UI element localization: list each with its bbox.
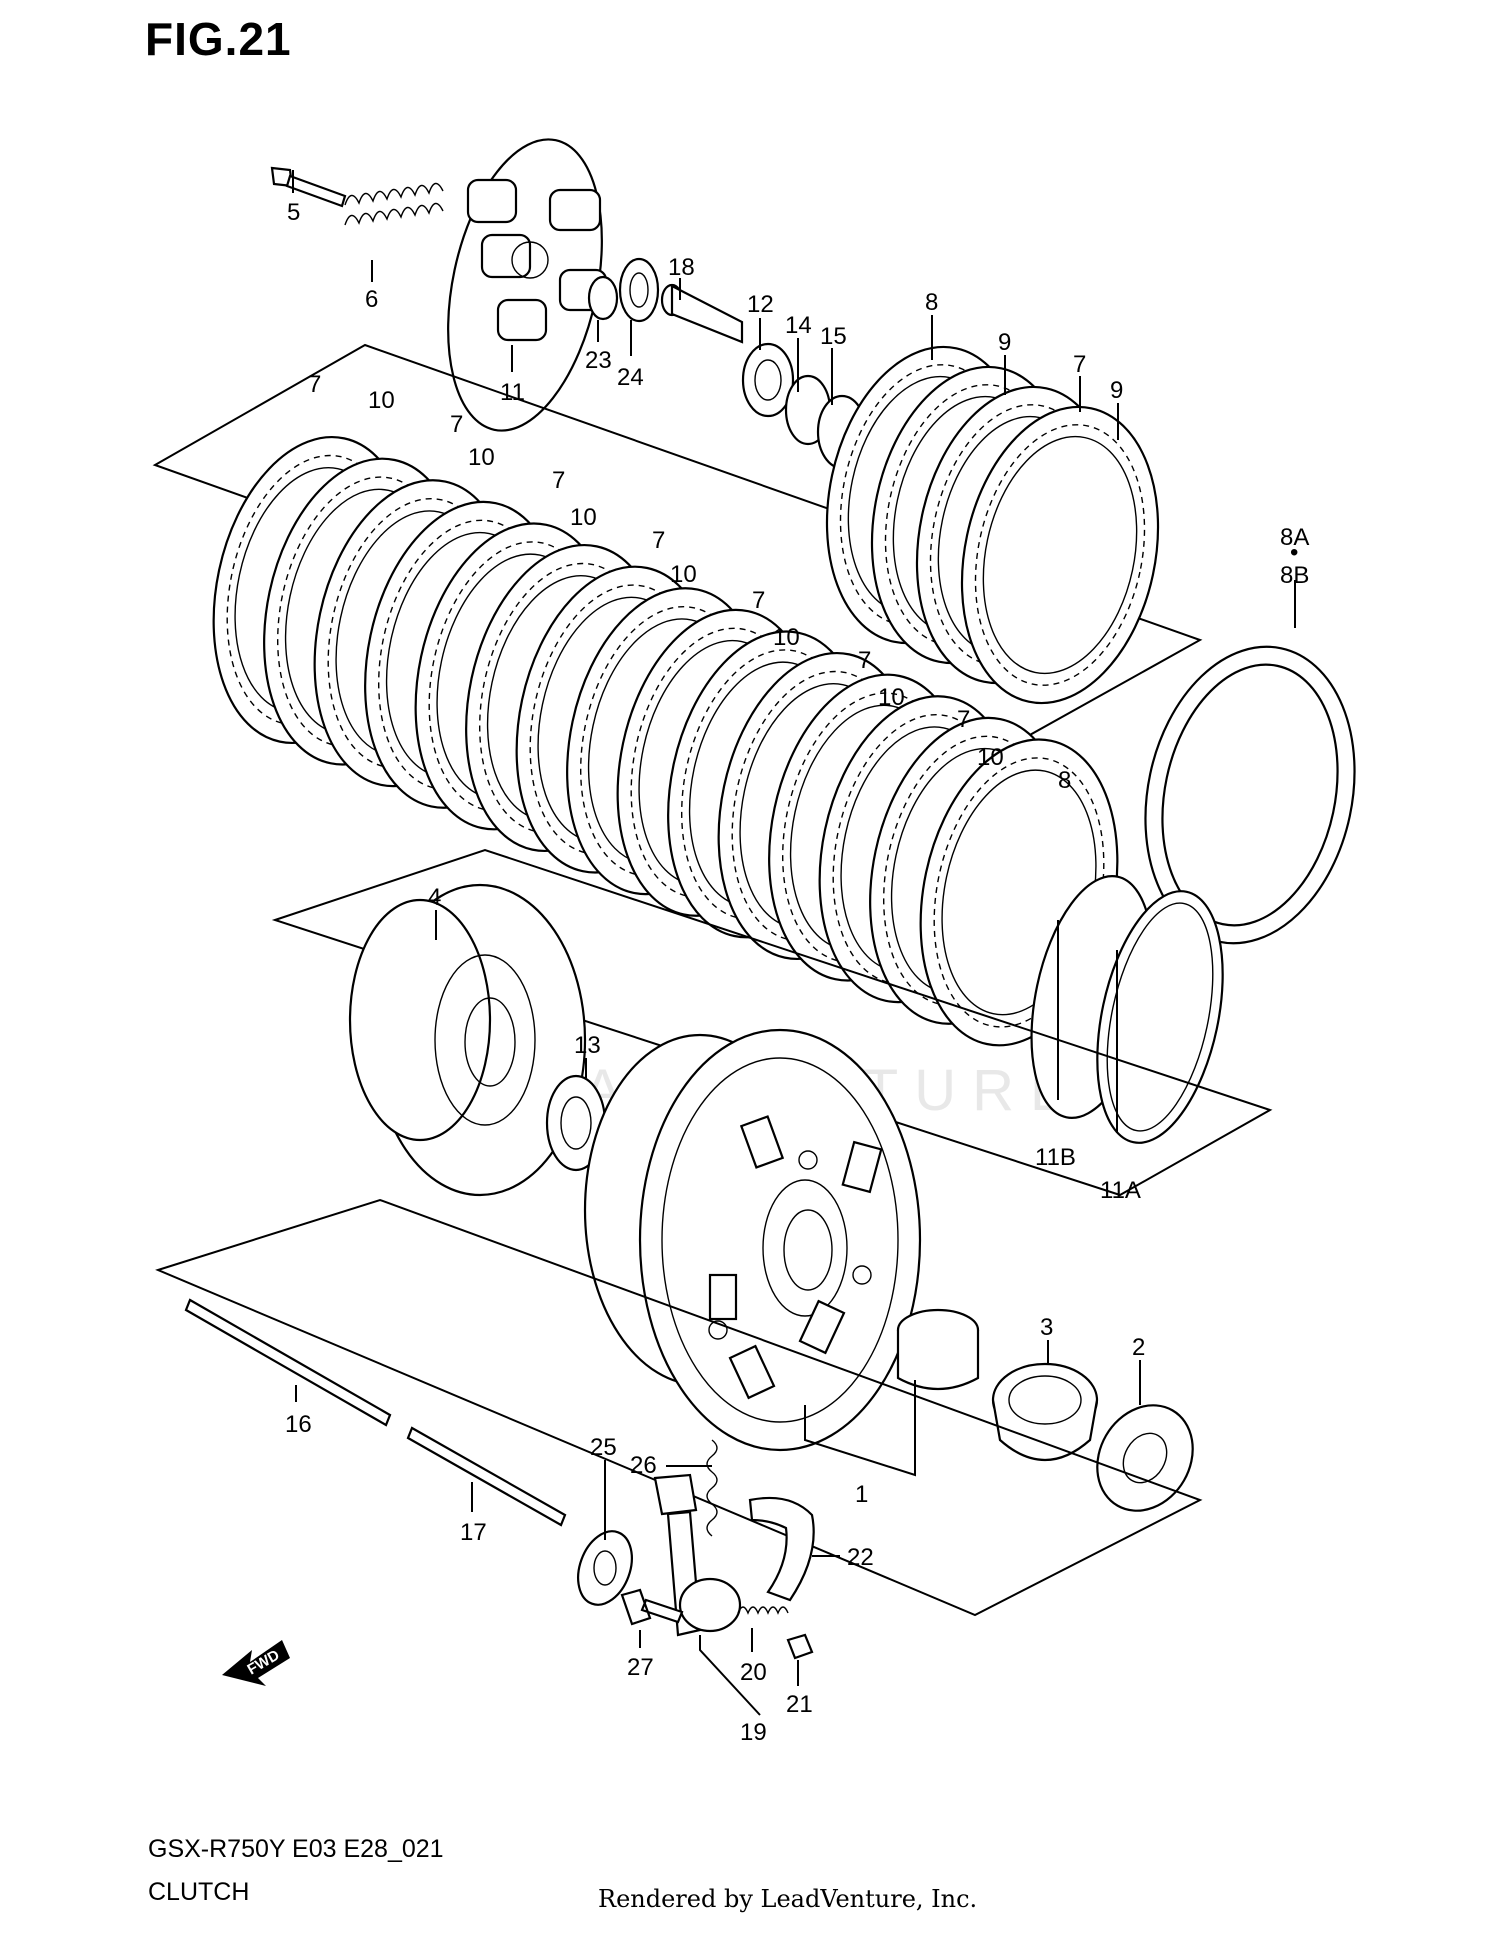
push-piece-part: [660, 283, 744, 344]
spacer-plate-part: [1144, 645, 1356, 945]
clutch-hub-part: [348, 883, 587, 1197]
pressure-plate-part: [447, 138, 608, 432]
callout-16: 16: [285, 1411, 312, 1438]
callout-11: 11: [500, 379, 525, 406]
callout-7-3: 7: [552, 467, 565, 494]
lock-nut-part: [786, 1633, 814, 1660]
callout-11a: 11A: [1100, 1177, 1141, 1204]
callout-12: 12: [747, 291, 774, 318]
callout-8-dot: •: [1290, 539, 1298, 566]
callout-26: 26: [630, 1452, 657, 1479]
callout-8b: 8B: [1280, 562, 1309, 589]
thrust-washer-part: [1096, 1404, 1194, 1512]
callout-22: 22: [847, 1544, 874, 1571]
bearing-part: [618, 257, 660, 323]
retainer-plate-part: [748, 1496, 815, 1602]
callout-27: 27: [627, 1654, 654, 1681]
callout-15: 15: [820, 323, 847, 350]
callout-10-7: 10: [977, 744, 1004, 771]
callout-4: 4: [428, 884, 441, 911]
callout-10-6: 10: [878, 684, 905, 711]
callout-10-5: 10: [773, 624, 800, 651]
callout-9-b: 9: [1110, 377, 1123, 404]
oil-seal-part: [577, 1530, 633, 1606]
clutch-plate-stack: [212, 345, 1160, 1047]
callout-7-7: 7: [957, 706, 970, 733]
figure-title: FIG.21: [145, 13, 292, 65]
callout-1: 1: [855, 1481, 868, 1508]
needle-bearing-part: [991, 1362, 1099, 1461]
callout-8-low: 8: [1058, 767, 1071, 794]
return-spring-part: [706, 1439, 718, 1537]
callout-25: 25: [590, 1434, 617, 1461]
washer-part: [587, 275, 619, 321]
callout-7-2: 7: [450, 411, 463, 438]
callout-7-5: 7: [752, 587, 765, 614]
callout-21: 21: [786, 1691, 813, 1718]
callout-10-2: 10: [468, 444, 495, 471]
model-code: GSX-R750Y E03 E28_021: [148, 1835, 444, 1863]
driven-plate-part: [960, 405, 1160, 705]
bolt-part: [270, 166, 347, 208]
callout-20: 20: [740, 1659, 767, 1686]
push-rod-part: [406, 1426, 567, 1527]
bolt-part: [620, 1588, 684, 1626]
callout-14: 14: [785, 312, 812, 339]
callout-7-1: 7: [308, 371, 321, 398]
callout-6: 6: [365, 286, 378, 313]
callout-17: 17: [460, 1519, 487, 1546]
callout-9-a: 9: [998, 329, 1011, 356]
callout-2: 2: [1132, 1334, 1145, 1361]
callout-5: 5: [287, 199, 300, 226]
callout-7-4: 7: [652, 527, 665, 554]
credit-line: Rendered by LeadVenture, Inc.: [598, 1885, 978, 1913]
fwd-arrow-icon: FWD: [222, 1640, 290, 1686]
callout-23: 23: [585, 347, 612, 374]
callout-24: 24: [617, 364, 644, 391]
callout-10-3: 10: [570, 504, 597, 531]
spring-part: [344, 182, 444, 226]
release-arm-part: [653, 1473, 742, 1637]
callout-10-1: 10: [368, 387, 395, 414]
primary-driven-gear-part: [583, 1028, 922, 1452]
leader-lines: [292, 170, 1296, 1716]
callout-8a: 8A: [1280, 524, 1309, 551]
callout-19: 19: [740, 1719, 767, 1746]
callout-13: 13: [574, 1032, 601, 1059]
adjuster-screw-part: [737, 1606, 789, 1615]
nut-part: [741, 342, 795, 418]
callout-7-right: 7: [1073, 351, 1086, 378]
section-name: CLUTCH: [148, 1878, 250, 1906]
push-rod-part: [184, 1298, 392, 1427]
group-outline: [155, 1198, 1203, 1617]
callout-labels: 5 6 11 18 23 24 12 14 15 8 9 7 9 7 10 7 …: [285, 199, 1309, 1746]
callout-11b: 11B: [1035, 1144, 1076, 1171]
sleeve-part: [896, 1308, 980, 1391]
callout-7-6: 7: [858, 647, 871, 674]
callout-10-4: 10: [670, 561, 697, 588]
callout-3: 3: [1040, 1314, 1053, 1341]
callout-8-top: 8: [925, 289, 938, 316]
spring-seat-part: [1030, 875, 1224, 1144]
callout-18: 18: [668, 254, 695, 281]
